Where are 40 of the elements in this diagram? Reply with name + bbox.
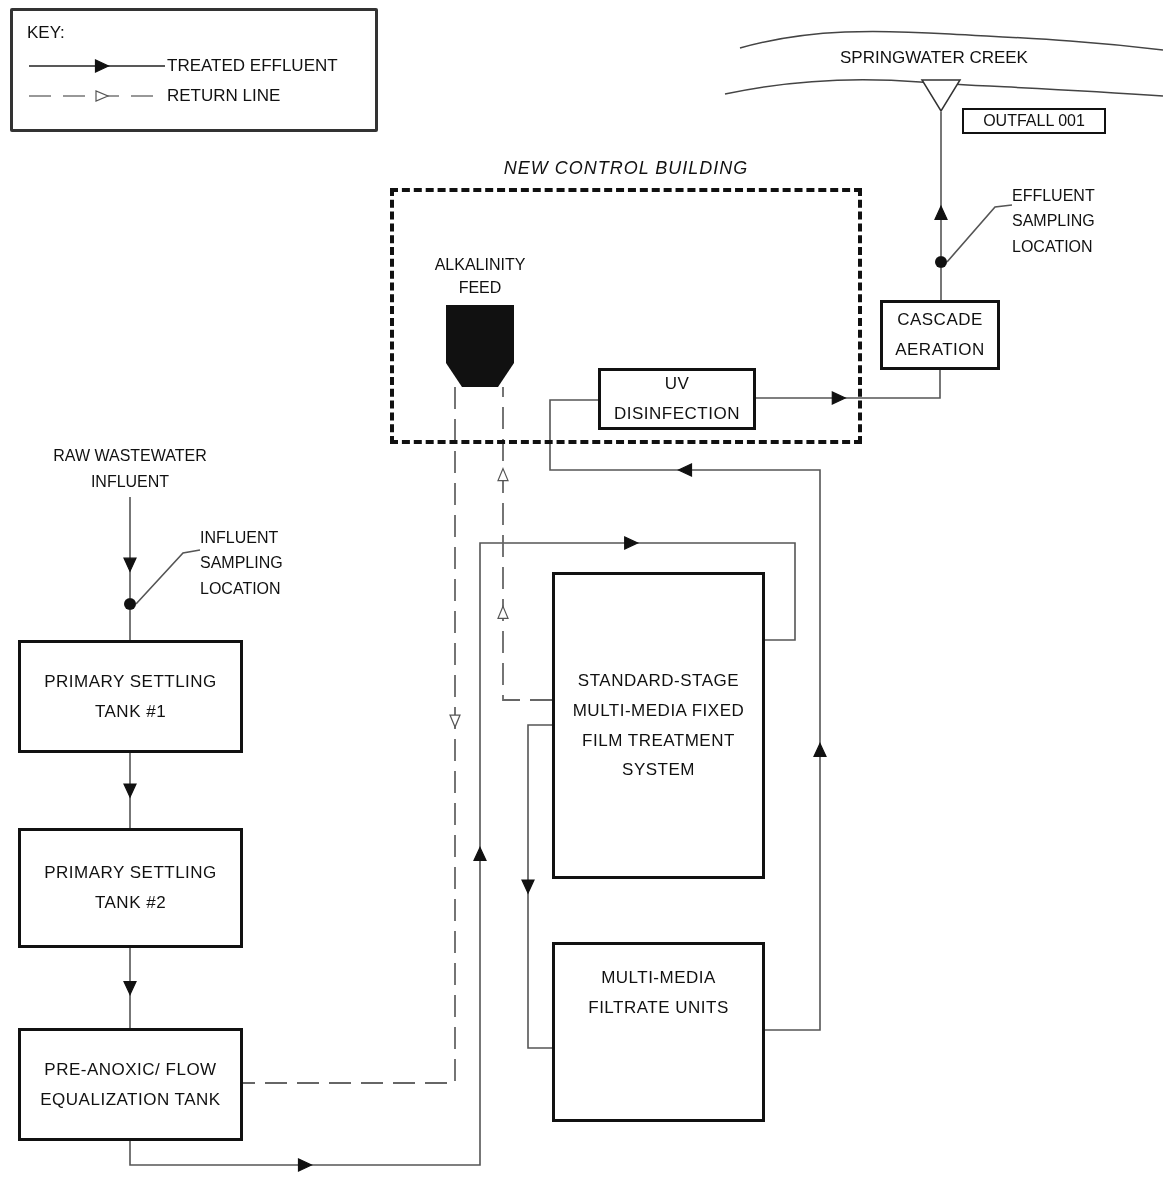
- sampling-point-dot: [935, 256, 947, 268]
- creek-name: SPRINGWATER CREEK: [840, 48, 1028, 68]
- flow-line: [123, 752, 137, 829]
- flow-line: [934, 111, 948, 257]
- return-line: [497, 386, 553, 701]
- flow-line: [521, 724, 553, 1049]
- legend-text: TREATED EFFLUENT: [167, 56, 338, 76]
- process-box: [18, 1028, 243, 1141]
- process-label: STANDARD-STAGE MULTI-MEDIA FIXED FILM TREATMENT SYSTEM: [571, 670, 746, 782]
- process-label: PRIMARY SETTLING TANK #1: [43, 670, 218, 723]
- flow-line: [129, 536, 796, 1172]
- flow-line: [123, 496, 137, 599]
- process-box: [598, 368, 756, 430]
- process-label: PRE-ANOXIC/ FLOW EQUALIZATION TANK: [39, 1058, 222, 1111]
- process-box: [552, 942, 765, 1122]
- leader-line: [135, 549, 201, 605]
- flow-line: [129, 609, 131, 641]
- return-line: [242, 386, 461, 1084]
- leader-line: [946, 204, 1013, 263]
- callout-text: RAW WASTEWATER INFLUENT: [52, 445, 208, 492]
- flow-line: [755, 369, 941, 405]
- process-label: CASCADE AERATION: [894, 309, 986, 361]
- legend-title: KEY:: [27, 23, 66, 43]
- process-label: UV DISINFECTION: [613, 373, 741, 425]
- outfall-tag: OUTFALL 001: [962, 108, 1106, 134]
- process-box: [18, 640, 243, 753]
- flow-line: [549, 399, 827, 1031]
- feed-label: ALKALINITY FEED: [433, 254, 527, 298]
- building-title: NEW CONTROL BUILDING: [502, 158, 750, 179]
- callout-text: EFFLUENT SAMPLING LOCATION: [1012, 185, 1096, 257]
- sampling-point-dot: [124, 598, 136, 610]
- process-label: PRIMARY SETTLING TANK #2: [43, 862, 218, 914]
- flow-line: [123, 947, 137, 1029]
- callout-text: INFLUENT SAMPLING LOCATION: [200, 527, 284, 599]
- legend-text: RETURN LINE: [167, 86, 281, 106]
- process-box: [880, 300, 1000, 370]
- flow-line: [940, 267, 942, 301]
- process-box: [552, 572, 765, 879]
- process-label: MULTI-MEDIA FILTRATE UNITS: [587, 967, 730, 1019]
- process-box: [18, 828, 243, 948]
